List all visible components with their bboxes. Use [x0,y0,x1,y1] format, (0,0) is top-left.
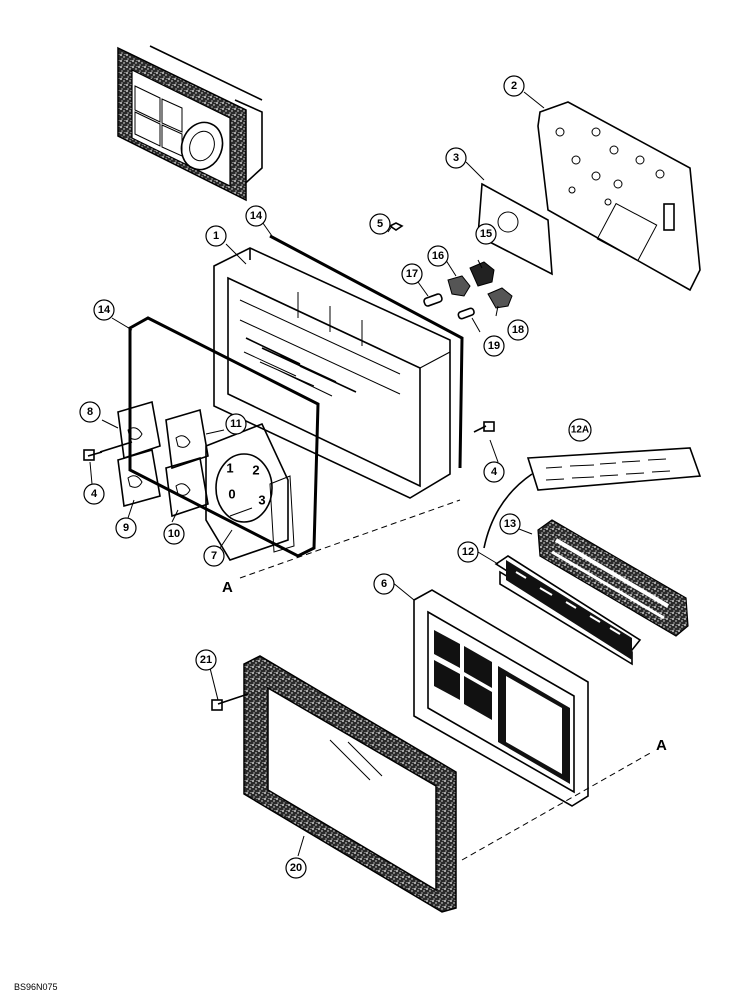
callout-14-left: 14 [98,304,111,316]
gasket-plate [477,182,553,276]
callout-8: 8 [87,406,93,418]
gauge-digit-0: 0 [228,487,235,502]
callout-21: 21 [200,654,212,666]
lens-strip-12 [494,555,642,666]
callout-3: 3 [453,152,459,164]
callout-11: 11 [230,418,242,430]
callout-12: 12 [462,546,474,558]
callout-2: 2 [511,80,517,92]
callout-10: 10 [168,528,180,540]
decal-12a [526,447,702,491]
gauge-cluster [117,400,295,561]
callout-13: 13 [504,518,516,530]
callout-15: 15 [480,228,492,240]
callout-19: 19 [488,340,500,352]
callout-5: 5 [377,218,383,230]
callout-4-right: 4 [491,466,498,478]
callout-17: 17 [406,268,418,280]
callout-6: 6 [381,578,387,590]
back-plate [537,101,701,292]
o-ring-gaskets [128,234,464,558]
callout-12a: 12A [571,425,589,436]
gauge-digit-3: 3 [258,493,265,508]
callout-7: 7 [211,550,217,562]
callout-18: 18 [512,324,524,336]
window-frame-6 [413,589,589,807]
section-label-a-left: A [222,579,233,596]
bulb-sockets [388,222,513,320]
callout-20: 20 [290,862,302,874]
callout-9: 9 [123,522,129,534]
image-code: BS96N075 [14,982,58,992]
front-lens-bezel-20 [243,655,457,913]
callout-circles [79,75,592,879]
callout-14-top: 14 [250,210,263,222]
projection-lines [239,499,653,861]
gauge-digit-2: 2 [252,463,259,478]
section-label-a-right: A [656,737,667,754]
callout-1: 1 [213,230,219,242]
assembled-instrument-panel [117,45,263,202]
screws [83,421,495,711]
callout-16: 16 [432,250,444,262]
bezel-strip-13 [537,519,689,637]
instrument-housing [213,247,451,499]
callout-4-left: 4 [91,488,98,500]
leader-lines [89,91,545,857]
gauge-digit-1: 1 [226,461,233,476]
